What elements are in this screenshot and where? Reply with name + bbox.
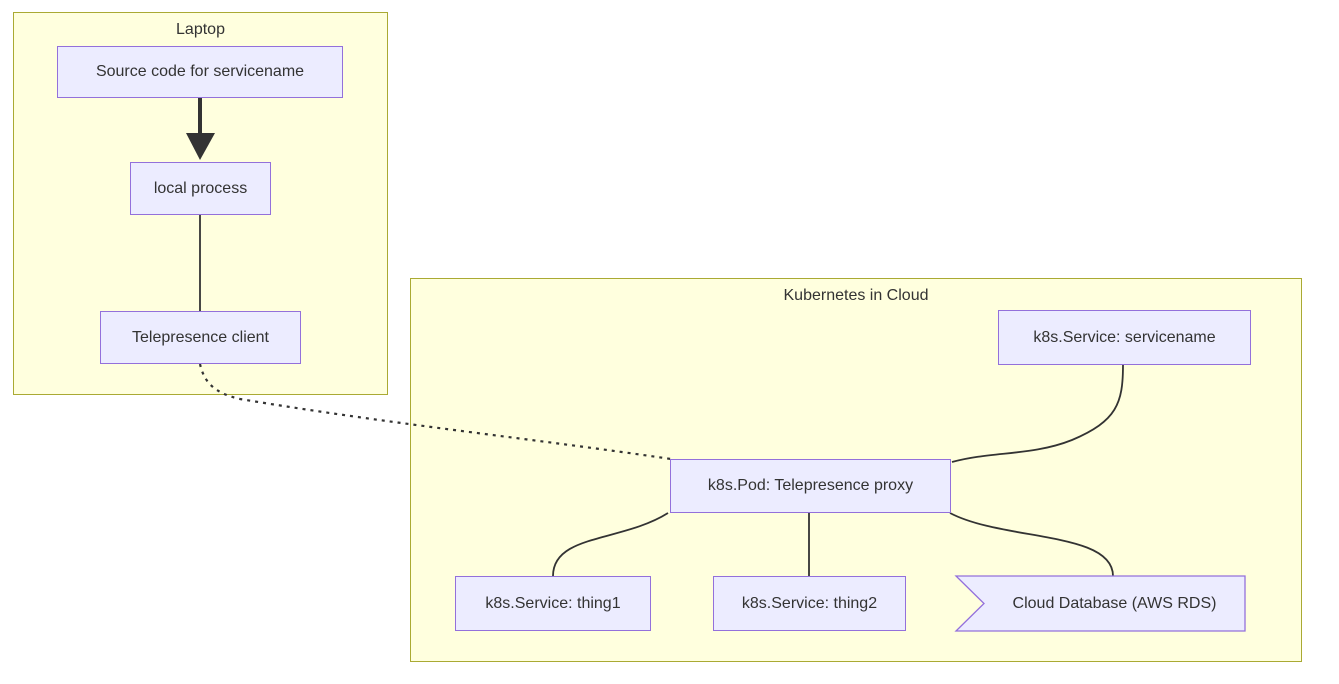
edge-client-to-pod-dotted: [198, 363, 672, 461]
node-local-process: local process: [130, 162, 271, 215]
node-pod-telepresence-proxy: k8s.Pod: Telepresence proxy: [670, 459, 951, 513]
edge-pod-to-database: [949, 512, 1114, 577]
edge-pod-to-thing1: [552, 512, 669, 577]
edge-servicename-to-pod: [951, 364, 1124, 463]
node-cloud-database-label: Cloud Database (AWS RDS): [1012, 594, 1217, 612]
node-telepresence-client: Telepresence client: [100, 311, 301, 364]
cloud-database-shape: [954, 575, 1246, 632]
node-service-servicename: k8s.Service: servicename: [998, 310, 1251, 365]
arrowhead-icon: [186, 133, 215, 160]
cluster-kubernetes-in-cloud-label: Kubernetes in Cloud: [783, 287, 929, 304]
node-service-thing1: k8s.Service: thing1: [455, 576, 651, 631]
cluster-laptop-label: Laptop: [176, 21, 225, 38]
node-source-code: Source code for servicename: [57, 46, 343, 98]
node-service-thing2: k8s.Service: thing2: [713, 576, 906, 631]
